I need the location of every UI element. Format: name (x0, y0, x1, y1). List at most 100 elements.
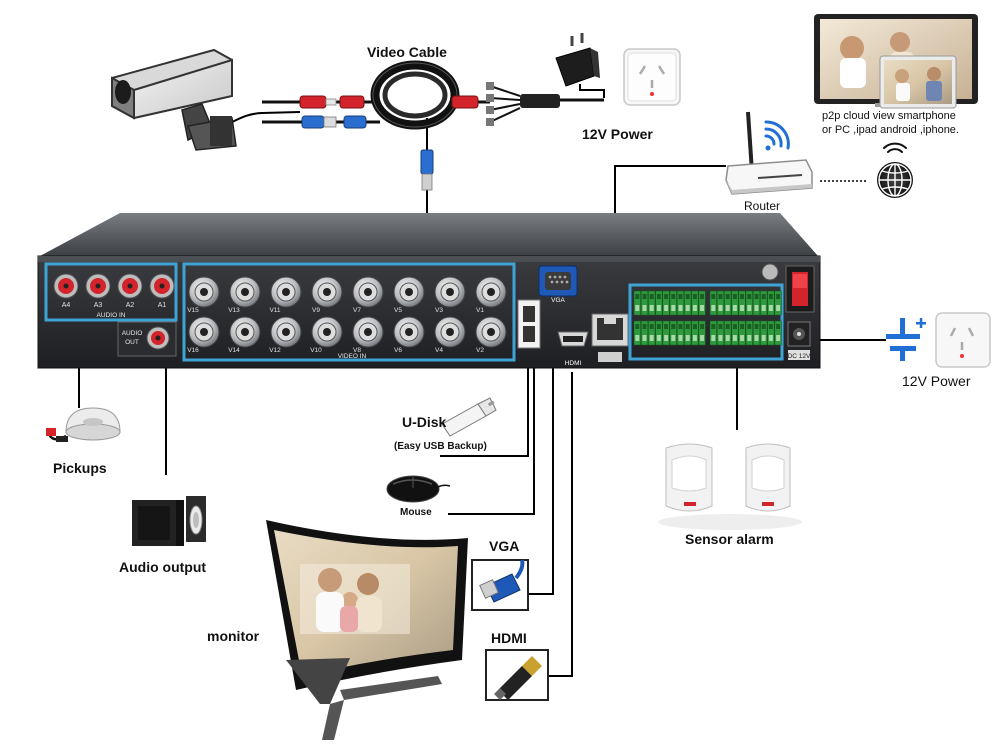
wall-socket-right-icon (935, 312, 991, 368)
audio-in-port: A3 (85, 273, 111, 309)
terminal-block (731, 320, 739, 346)
terminal-block (669, 320, 677, 346)
terminal-block (716, 290, 725, 316)
dc-jack (787, 321, 811, 360)
power-wire (579, 84, 605, 98)
router-label: Router (744, 199, 781, 213)
alarm-terminals (633, 290, 782, 346)
video-in-port-label: V10 (310, 347, 322, 354)
video-in-label: VIDEO IN (338, 353, 367, 360)
terminal-block (774, 290, 782, 316)
sensor-alarm-label: Sensor alarm (685, 531, 774, 547)
globe-icon (877, 142, 913, 198)
p2p-line1-label: p2p cloud view smartphone (822, 110, 956, 122)
hdmi-port-label: HDMI (565, 360, 582, 367)
video-in-port-label: V16 (187, 347, 199, 354)
video-in-port: V11 (269, 276, 302, 314)
terminal-block (716, 320, 725, 346)
video-in-port: V13 (228, 276, 261, 314)
power-switch (761, 263, 815, 313)
terminal-block (691, 290, 699, 316)
power-adapter-icon (555, 33, 600, 87)
vga-label: VGA (489, 538, 520, 554)
audio-in-port: A2 (117, 273, 143, 309)
terminal-block (767, 320, 775, 346)
power-top-label: 12V Power (582, 126, 653, 142)
wall-socket-icon (623, 48, 681, 106)
usb-ports (517, 299, 541, 349)
hdmi-cable-icon (485, 649, 549, 701)
terminal-block (633, 290, 641, 316)
video-in-port-label: V14 (228, 347, 240, 354)
video-in-port-label: V8 (353, 347, 361, 354)
video-in-port: V10 (310, 316, 343, 354)
audio-out-label-2: OUT (125, 339, 139, 346)
hdmi-label: HDMI (491, 630, 527, 646)
audio-output-label: Audio output (119, 559, 207, 575)
terminal-block (724, 320, 732, 346)
camera-icon (111, 48, 237, 151)
pir-sensor-icon (658, 443, 802, 530)
power-right-label: 12V Power (902, 373, 971, 389)
video-in-port: V9 (311, 276, 343, 314)
hdmi-wire (548, 372, 573, 677)
terminal-block (684, 320, 692, 346)
video-in-port: V5 (393, 276, 425, 314)
speakers-icon (132, 496, 206, 546)
video-in-port-label: V12 (269, 347, 281, 354)
video-in-port: V7 (352, 276, 384, 314)
terminal-block (724, 290, 732, 316)
video-in-port-label: V6 (394, 347, 402, 354)
audio-in-port: A4 (53, 273, 79, 309)
mouse-wire (448, 348, 535, 515)
vga-port-label: VGA (551, 297, 565, 304)
mouse-icon (386, 475, 451, 503)
video-cable-label: Video Cable (367, 44, 447, 60)
video-in-port: V6 (393, 316, 425, 354)
video-in-port-label: V9 (312, 307, 320, 314)
lan-port (591, 313, 629, 362)
terminal-block (698, 290, 706, 316)
terminal-block (662, 320, 670, 346)
wifi-icon (764, 120, 790, 151)
terminal-block (767, 290, 775, 316)
dc-label: DC 12V (788, 353, 811, 360)
terminal-block (684, 290, 692, 316)
video-in-port: V16 (187, 316, 220, 354)
video-in-port-label: V5 (394, 307, 402, 314)
audio-in-port-label: A2 (126, 302, 135, 309)
pickups-label: Pickups (53, 460, 107, 476)
vga-cable-icon (471, 559, 529, 611)
p2p-line2-label: or PC ,ipad android ,iphone. (822, 124, 959, 136)
video-in-port-label: V4 (435, 347, 443, 354)
audio-in-label: AUDIO IN (97, 312, 126, 319)
usb-drive-icon (441, 397, 497, 437)
terminal-block (745, 320, 753, 346)
audio-in-port-label: A1 (158, 302, 167, 309)
terminal-block (709, 320, 717, 346)
video-in-port: V1 (475, 276, 507, 314)
terminal-block (745, 290, 753, 316)
udisk-label: U-Disk (402, 414, 447, 430)
terminal-block (691, 320, 699, 346)
hdmi-port (557, 331, 589, 347)
video-in-port: V3 (434, 276, 466, 314)
terminal-block (640, 320, 649, 346)
video-in-port-label: V13 (228, 307, 240, 314)
usb-wire (440, 348, 529, 457)
vga-wire (528, 305, 554, 595)
video-in-port: V4 (434, 316, 466, 354)
video-in-port: V8 (352, 316, 384, 354)
audio-out-port (146, 326, 170, 350)
terminal-block (655, 320, 663, 346)
video-in-port-label: V1 (476, 307, 484, 314)
terminal-block (760, 290, 768, 316)
terminal-block (662, 290, 670, 316)
video-in-highlight (182, 262, 516, 362)
panel-labels: AUDIO IN VIDEO IN AUDIO OUT VGA HDMI DC … (97, 297, 811, 367)
terminal-block (709, 290, 717, 316)
router-icon (725, 111, 813, 195)
